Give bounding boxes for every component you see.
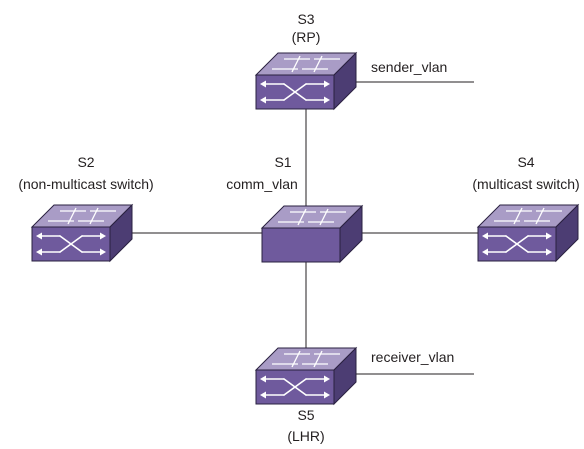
arrowhead	[260, 375, 266, 383]
switch-s2-icon	[30, 203, 134, 263]
arrowhead	[100, 248, 106, 256]
cross-arrow-line	[505, 235, 529, 253]
arrowhead	[324, 391, 330, 399]
lid-arrow-line	[89, 207, 99, 225]
arrowhead	[324, 96, 330, 104]
switch-s4-icon	[476, 203, 580, 263]
s4-role-label: (multicast switch)	[472, 176, 579, 192]
s2-name-label: S2	[77, 154, 94, 170]
arrowheads	[36, 232, 106, 256]
arrowhead	[482, 232, 488, 240]
switch-cross-arrows-icon	[263, 83, 327, 101]
switch-top-arrows	[272, 55, 340, 73]
receiver-vlan-label: receiver_vlan	[371, 349, 454, 365]
switch-front-face	[261, 227, 341, 263]
lid-arrow-line	[67, 207, 77, 225]
switch-cross-arrows-icon	[263, 378, 327, 396]
arrowhead	[36, 232, 42, 240]
switch-top-arrows	[494, 207, 562, 225]
links	[132, 81, 478, 375]
lid-arrow-line	[319, 208, 329, 226]
s1-role-label: comm_vlan	[226, 176, 298, 192]
lid-arrow-line	[513, 207, 523, 225]
arrowhead	[324, 375, 330, 383]
switch-s3-icon	[254, 51, 358, 111]
arrowhead	[546, 248, 552, 256]
lid-arrow-line	[291, 350, 301, 368]
arrowheads	[482, 232, 552, 256]
lid-arrow-line	[297, 208, 307, 226]
cross-arrow-line	[283, 378, 307, 396]
cross-arrow-line	[59, 235, 83, 253]
lid-arrow-line	[313, 350, 323, 368]
lid-arrow-line	[535, 207, 545, 225]
s4-name-label: S4	[517, 154, 534, 170]
switch-top-arrows	[272, 350, 340, 368]
s3-role-label: (RP)	[292, 29, 321, 45]
switch-top-arrows	[48, 207, 116, 225]
cross-arrow-line	[283, 83, 307, 101]
s5-name-label: S5	[297, 407, 314, 423]
arrowhead	[546, 232, 552, 240]
switch-top-arrows	[278, 208, 346, 226]
arrowheads	[260, 80, 330, 104]
switch-cross-arrows-icon	[485, 235, 549, 253]
arrowhead	[100, 232, 106, 240]
switch-s5-icon	[254, 346, 358, 406]
arrowhead	[260, 96, 266, 104]
arrowhead	[324, 80, 330, 88]
s1-name-label: S1	[274, 154, 291, 170]
lid-arrow-line	[313, 55, 323, 73]
arrowhead	[260, 80, 266, 88]
s5-role-label: (LHR)	[287, 428, 324, 444]
arrowhead	[482, 248, 488, 256]
sender-vlan-label: sender_vlan	[371, 59, 447, 75]
switch-cross-arrows-icon	[39, 235, 103, 253]
arrowheads	[260, 375, 330, 399]
lid-arrow-line	[291, 55, 301, 73]
s3-name-label: S3	[297, 11, 314, 27]
switch-s1-icon	[260, 204, 364, 264]
arrowhead	[260, 391, 266, 399]
arrowhead	[36, 248, 42, 256]
s2-role-label: (non-multicast switch)	[18, 176, 153, 192]
